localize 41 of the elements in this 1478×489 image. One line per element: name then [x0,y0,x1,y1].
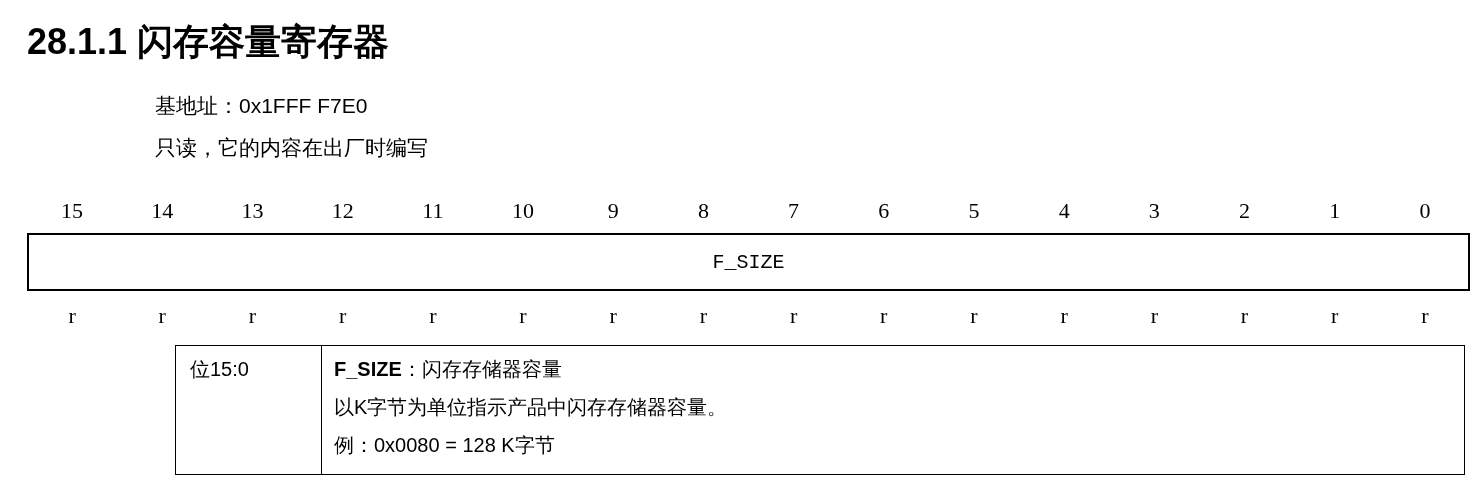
access-type: r [1331,303,1339,329]
bit-number: 13 [241,198,264,224]
access-type: r [1240,303,1249,329]
bit-number: 12 [331,198,354,224]
access-type: r [248,303,257,329]
bit-number: 15 [61,198,84,224]
table-cell-text: 位15:0 [190,357,249,382]
access-type: r [1060,303,1068,329]
bit-field-box [27,233,1470,291]
access-type: r [880,303,888,329]
bit-number: 9 [607,198,619,224]
access-type: r [1150,303,1158,329]
access-type: r [339,303,347,329]
table-cell-text: 例：0x0080 = 128 K字节 [334,433,555,458]
access-type: r [158,303,166,329]
bit-number: 11 [422,198,444,224]
table-cell-text: F_SIZE：闪存存储器容量 [334,357,562,382]
bit-number: 2 [1239,198,1251,224]
access-type: r [699,303,708,329]
access-type: r [789,303,798,329]
register-note: 只读，它的内容在出厂时编写 [155,135,428,161]
access-type: r [609,303,617,329]
section-heading: 28.1.1 闪存容量寄存器 [27,20,390,64]
bit-number: 3 [1148,198,1160,224]
access-type: r [970,303,978,329]
field-name: F_SIZE [712,250,785,274]
bit-number: 0 [1419,198,1431,224]
table-cell-text: 以K字节为单位指示产品中闪存存储器容量。 [334,395,728,420]
bit-number: 1 [1329,198,1341,224]
access-type: r [429,303,437,329]
access-type: r [519,303,527,329]
bit-number: 4 [1058,198,1070,224]
bit-number: 14 [151,198,174,224]
bit-number: 7 [788,198,800,224]
bit-number: 10 [512,198,535,224]
bit-number: 6 [878,198,890,224]
bit-number: 8 [697,198,709,224]
access-type: r [68,303,76,329]
access-type: r [1421,303,1429,329]
bit-number: 5 [968,198,980,224]
register-note: 基地址：0x1FFF F7E0 [155,93,368,119]
